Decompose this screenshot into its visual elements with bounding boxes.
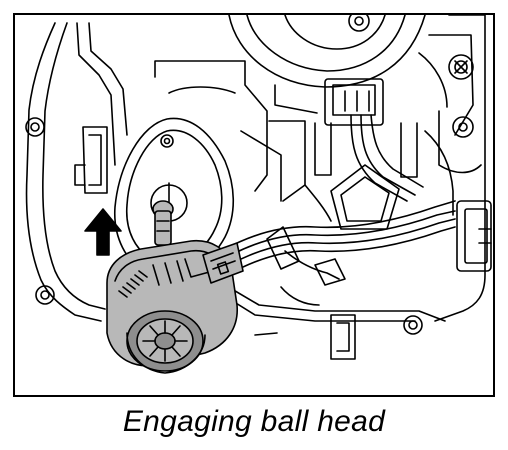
left-clip [74,126,108,194]
left-bolt-top [25,117,45,137]
right-top-bolt [448,54,474,80]
mid-housing [154,60,454,222]
center-diamond-mount [330,164,400,230]
upper-round-housing [228,15,448,114]
left-bolt-bottom [35,285,55,305]
top-connector [314,78,424,202]
right-housing [428,15,486,322]
up-arrow-icon [84,208,122,256]
actuator-motor [106,240,244,374]
right-connector [456,200,492,272]
lower-bracket [202,276,446,360]
technical-illustration [13,13,495,397]
wire-harness [224,200,456,286]
figure-caption: Engaging ball head [122,405,386,438]
housing-outline [25,22,128,322]
ball-head [152,200,174,246]
